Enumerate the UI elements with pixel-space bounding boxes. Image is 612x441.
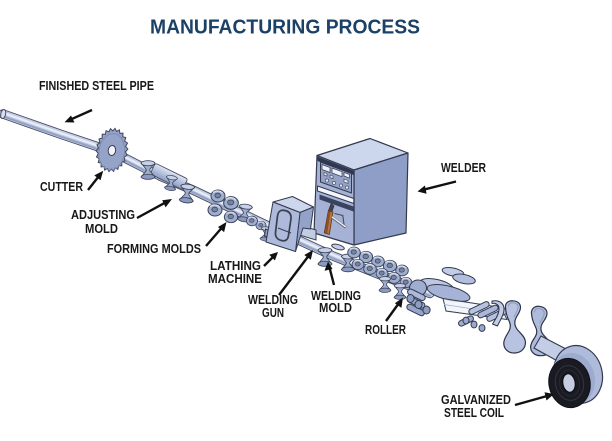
svg-text:WELDER: WELDER <box>441 160 486 175</box>
svg-text:STEEL COIL: STEEL COIL <box>444 405 504 420</box>
svg-text:ROLLER: ROLLER <box>365 322 406 337</box>
svg-text:FINISHED STEEL PIPE: FINISHED STEEL PIPE <box>39 78 154 93</box>
svg-text:GALVANIZED: GALVANIZED <box>441 392 511 407</box>
svg-text:ADJUSTING: ADJUSTING <box>71 207 135 222</box>
svg-text:MOLD: MOLD <box>85 221 118 236</box>
svg-text:CUTTER: CUTTER <box>40 179 83 194</box>
svg-text:MOLD: MOLD <box>319 300 352 315</box>
svg-text:GUN: GUN <box>262 305 284 320</box>
svg-text:MANUFACTURING PROCESS: MANUFACTURING PROCESS <box>150 16 420 39</box>
svg-text:WELDING: WELDING <box>311 288 361 303</box>
svg-text:WELDING: WELDING <box>248 292 298 307</box>
svg-text:FORMING MOLDS: FORMING MOLDS <box>107 241 201 256</box>
svg-text:MACHINE: MACHINE <box>208 271 262 286</box>
svg-text:LATHING: LATHING <box>210 258 261 273</box>
